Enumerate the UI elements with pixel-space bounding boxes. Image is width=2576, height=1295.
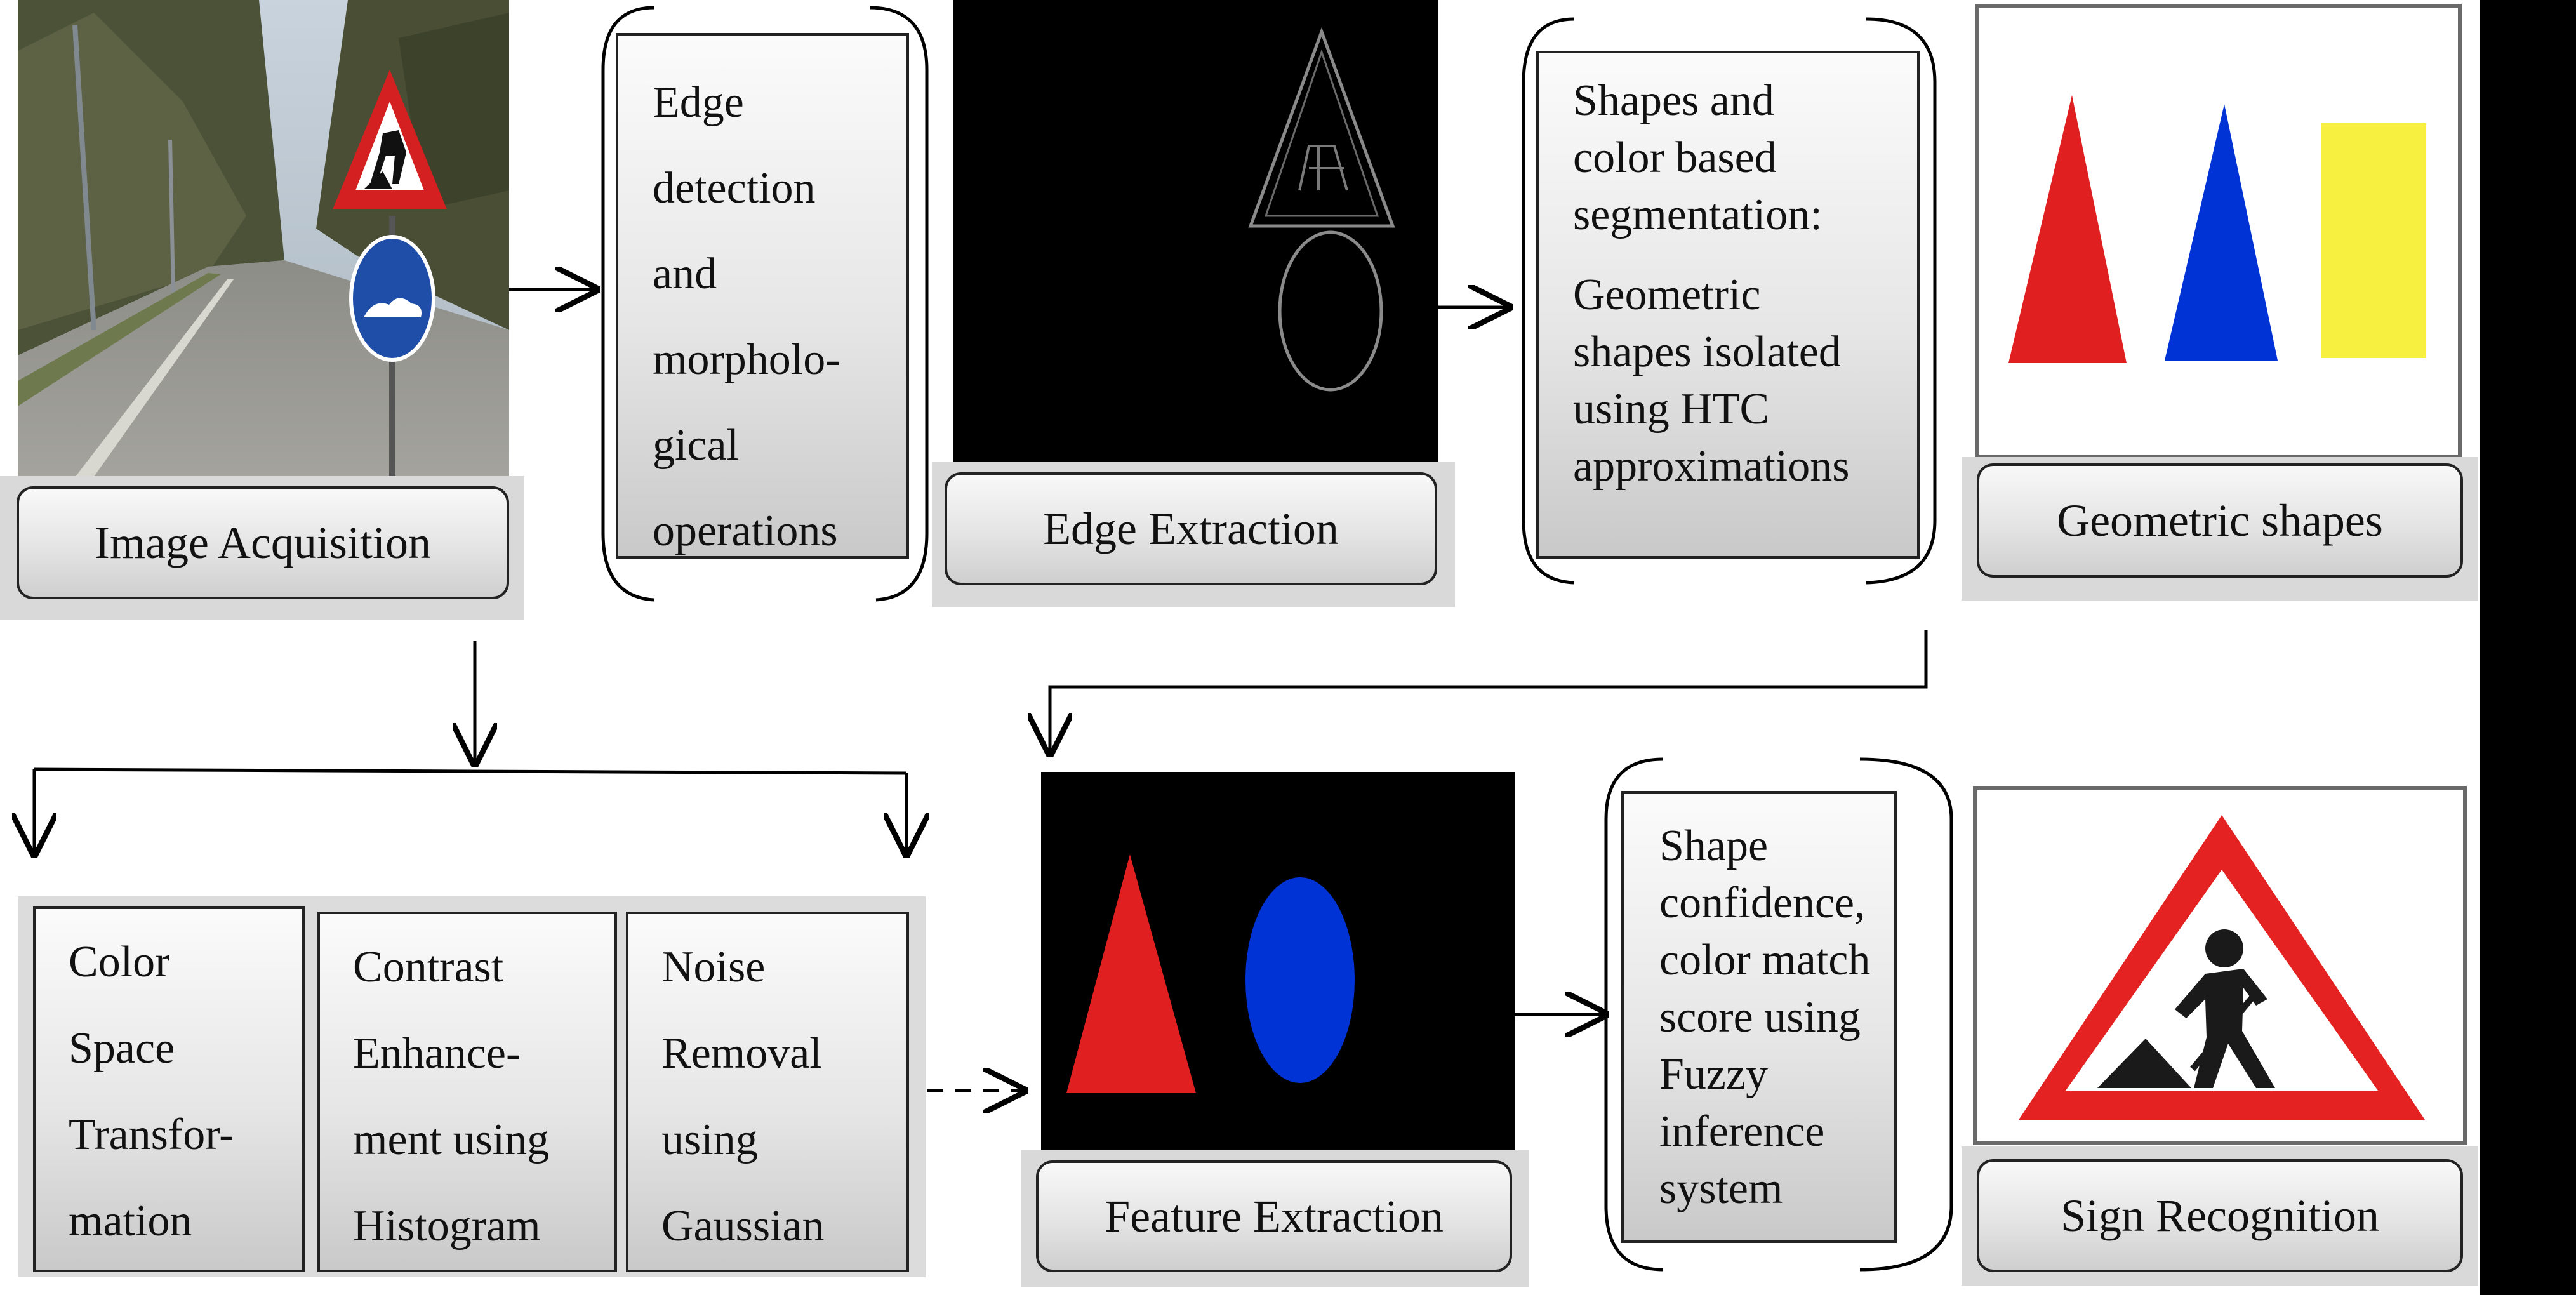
- image-acquisition-label: Image Acquisition: [17, 486, 509, 599]
- brace-right-fuzzy: [1859, 757, 1953, 1272]
- edge-detection-box: Edge detection and morpholo- gical opera…: [616, 33, 909, 559]
- segmentation-box: Shapes and color based segmentation: Geo…: [1536, 51, 1920, 559]
- color-space-box: Color Space Transfor- mation: [33, 906, 305, 1272]
- noise-removal-box: Noise Removal using Gaussian: [626, 912, 909, 1272]
- feature-extraction-image: [1041, 772, 1515, 1160]
- fuzzy-inference-box: Shape confidence, color match score usin…: [1621, 791, 1897, 1243]
- edge-extraction-text: Edge Extraction: [1043, 503, 1339, 554]
- brace-right-edge-detection: [869, 6, 929, 602]
- road-photo: [18, 0, 509, 486]
- brace-left-edge-detection: [601, 6, 654, 602]
- sign-recognition-image: [1973, 786, 2467, 1145]
- contrast-enhancement-box: Contrast Enhance- ment using Histogram: [317, 912, 617, 1272]
- right-edge-strip: [2480, 0, 2576, 1295]
- geometric-shapes-text: Geometric shapes: [2057, 495, 2383, 546]
- split-line: [34, 767, 907, 775]
- arrow-segmentation-to-feature: [1050, 630, 1928, 753]
- edge-extraction-image: [953, 0, 1438, 477]
- geometric-shapes-image: [1975, 4, 2462, 458]
- feature-extraction-text: Feature Extraction: [1105, 1190, 1444, 1242]
- sign-recognition-label: Sign Recognition: [1977, 1159, 2463, 1272]
- feature-extraction-label: Feature Extraction: [1036, 1160, 1512, 1272]
- image-acquisition-text: Image Acquisition: [95, 517, 431, 568]
- sign-recognition-text: Sign Recognition: [2061, 1190, 2379, 1241]
- edge-extraction-label: Edge Extraction: [945, 472, 1437, 585]
- geometric-shapes-label: Geometric shapes: [1977, 463, 2463, 578]
- brace-right-segmentation: [1866, 17, 1937, 585]
- brace-left-segmentation: [1522, 17, 1575, 585]
- brace-left-fuzzy: [1604, 757, 1664, 1272]
